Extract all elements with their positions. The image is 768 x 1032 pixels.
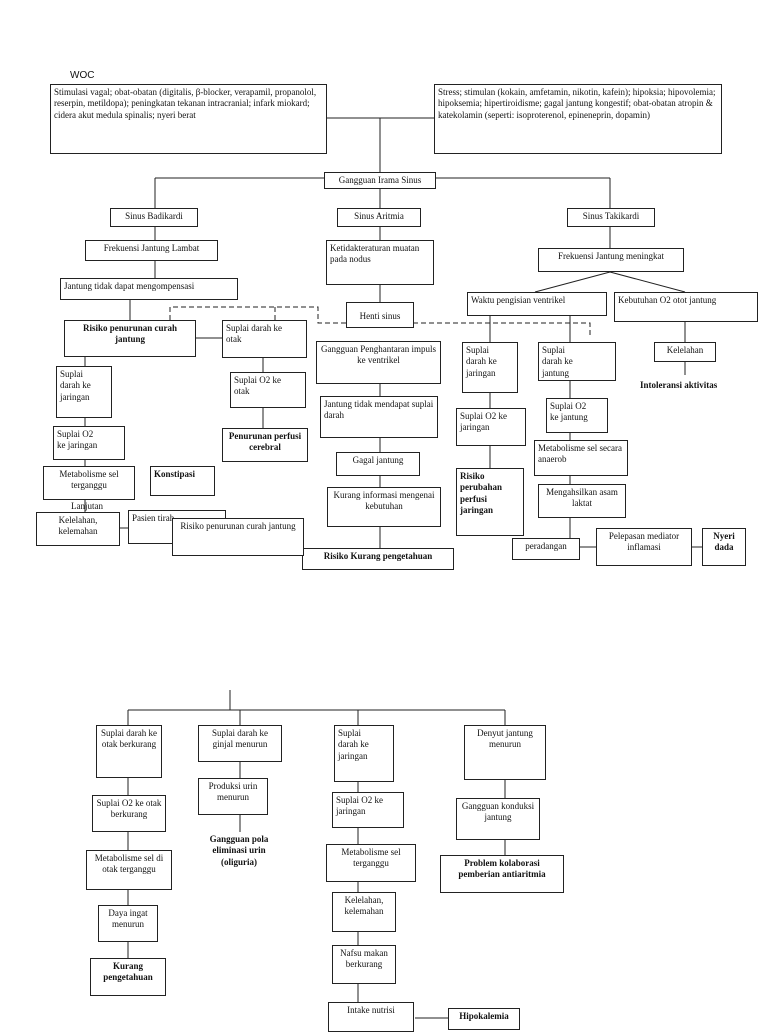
lanjutan-label: Lanjutan <box>71 501 103 511</box>
b3-intake-nutrisi: Intake nutrisi <box>328 1002 414 1032</box>
suplai-o2-jaringan-box: Suplai O2 ke jaringan <box>53 426 125 460</box>
suplai-darah-jaringan-r-box: Suplai darah ke jaringan <box>462 342 518 393</box>
kelelahan-box: Kelelahan <box>654 342 716 362</box>
suplai-o2-jantung-box: Suplai O2 ke jantung <box>546 398 608 433</box>
b2-suplai-darah-ginjal: Suplai darah ke ginjal menurun <box>198 725 282 762</box>
dx-problem-kolaborasi: Problem kolaborasi pemberian antiaritmia <box>440 855 564 893</box>
asam-laktat-box: Mengahsilkan asam laktat <box>538 484 626 518</box>
metabolisme-sel-box: Metabolisme sel terganggu <box>43 466 135 500</box>
suplai-darah-jantung-box: Suplai darah ke jantung <box>538 342 616 381</box>
dx-penurunan-perfusi-cerebral: Penurunan perfusi cerebral <box>222 428 308 462</box>
dx-nyeri-dada: Nyeri dada <box>702 528 746 566</box>
sinus-takikardi-box: Sinus Takikardi <box>567 208 655 227</box>
dx-gangguan-eliminasi-urin: Gangguan pola eliminasi urin (oliguria) <box>196 832 282 886</box>
jantung-tidak-kompensasi-box: Jantung tidak dapat mengompensasi <box>60 278 238 300</box>
dx-intoleransi-aktivitas: Intoleransi aktivitas <box>640 380 718 390</box>
kelelahan-kelemahan-box: Kelelahan, kelemahan <box>36 512 120 546</box>
suplai-o2-jaringan-r-box: Suplai O2 ke jaringan <box>456 408 526 446</box>
suplai-o2-otak-box: Suplai O2 ke otak <box>230 372 306 408</box>
dx-konstipasi: Konstipasi <box>150 466 215 496</box>
gangguan-penghantaran-box: Gangguan Penghantaran impuls ke ventrike… <box>316 341 441 384</box>
gangguan-irama-sinus-box: Gangguan Irama Sinus <box>324 172 436 189</box>
metabolisme-anaerob-box: Metabolisme sel secara anaerob <box>534 440 628 476</box>
frekuensi-lambat-box: Frekuensi Jantung Lambat <box>85 240 218 261</box>
dx-risiko-penurunan-curah-jantung-2: Risiko penurunan curah jantung <box>172 518 304 556</box>
b1-suplai-darah-otak: Suplai darah ke otak berkurang <box>96 725 162 778</box>
mediator-inflamasi-box: Pelepasan mediator inflamasi <box>596 528 692 566</box>
ketidakteraturan-box: Ketidakteraturan muatan pada nodus <box>326 240 434 285</box>
henti-sinus-box: Henti sinus <box>346 302 414 328</box>
dx-kurang-pengetahuan: Kurang pengetahuan <box>90 958 166 996</box>
waktu-pengisian-ventrikel-box: Waktu pengisian ventrikel <box>467 292 607 316</box>
frekuensi-meningkat-box: Frekuensi Jantung meningkat <box>538 248 684 272</box>
b3-suplai-darah-jaringan: Suplai darah ke jaringan <box>334 725 394 782</box>
suplai-darah-jaringan-box: Suplai darah ke jaringan <box>56 366 112 418</box>
b3-metabolisme-sel: Metabolisme sel terganggu <box>326 844 416 882</box>
b2-produksi-urin: Produksi urin menurun <box>198 778 268 815</box>
b3-suplai-o2-jaringan: Suplai O2 ke jaringan <box>332 792 404 828</box>
b4-gangguan-konduksi: Gangguan konduksi jantung <box>456 798 540 840</box>
causes-left-box: Stimulasi vagal; obat-obatan (digitalis,… <box>50 84 327 154</box>
b4-denyut-jantung: Denyut jantung menurun <box>464 725 546 780</box>
dx-risiko-perubahan-perfusi: Risiko perubahan perfusi jaringan <box>456 468 524 536</box>
b1-metabolisme-otak: Metabolisme sel di otak terganggu <box>86 850 172 890</box>
kurang-informasi-box: Kurang informasi mengenai kebutuhan <box>327 487 441 527</box>
jantung-tidak-suplai-box: Jantung tidak mendapat suplai darah <box>320 396 438 438</box>
dx-risiko-kurang-pengetahuan: Risiko Kurang pengetahuan <box>302 548 454 570</box>
b3-nafsu-makan: Nafsu makan berkurang <box>332 945 396 984</box>
causes-right-box: Stress; stimulan (kokain, amfetamin, nik… <box>434 84 722 154</box>
dx-risiko-penurunan-curah-jantung: Risiko penurunan curah jantung <box>64 320 196 357</box>
kebutuhan-o2-box: Kebutuhan O2 otot jantung <box>614 292 758 322</box>
b3-kelelahan: Kelelahan, kelemahan <box>332 892 396 932</box>
gagal-jantung-box: Gagal jantung <box>336 452 420 476</box>
dx-hipokalemia: Hipokalemia <box>448 1008 520 1030</box>
suplai-darah-otak-box: Suplai darah ke otak <box>222 320 307 358</box>
peradangan-box: peradangan <box>512 538 580 560</box>
sinus-badikardi-box: Sinus Badikardi <box>110 208 198 227</box>
b1-suplai-o2-otak: Suplai O2 ke otak berkurang <box>92 795 166 832</box>
woc-title: WOC <box>70 70 95 81</box>
b1-daya-ingat: Daya ingat menurun <box>98 905 158 942</box>
sinus-aritmia-box: Sinus Aritmia <box>337 208 421 227</box>
